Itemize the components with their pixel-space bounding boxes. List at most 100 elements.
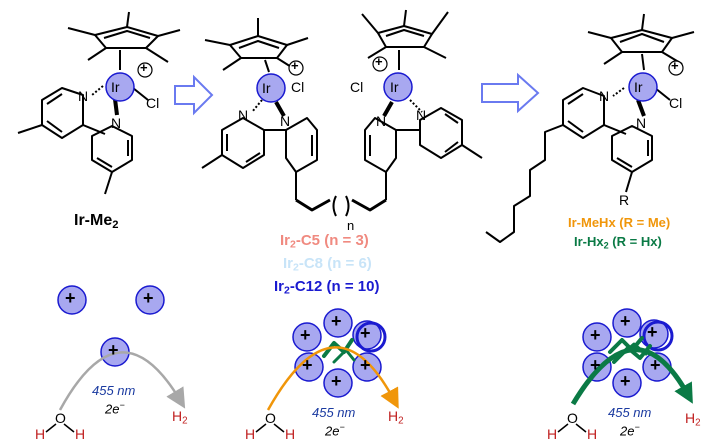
water-h-label: H (547, 426, 558, 442)
dimer-left-structure (201, 18, 318, 200)
chain-repeat-label: n (347, 218, 355, 233)
alkyl-linker (295, 195, 387, 217)
electron-transfer-arc-green (570, 347, 693, 406)
cp-ir-bond (264, 59, 270, 73)
cation-charge: + (302, 355, 313, 375)
hexyl-chain (485, 124, 564, 243)
ir-n-dashed-bond (612, 87, 625, 97)
n-atom-label: N (416, 107, 427, 123)
ir-n-dashed-bond (91, 85, 104, 96)
n-atom-label: N (599, 88, 610, 104)
water-o-label: O (55, 410, 66, 426)
charge-symbol: + (140, 60, 148, 75)
electron-count-label: 2e− (325, 422, 345, 439)
cp-ir-bond (641, 53, 645, 71)
hydrogen-product-label: H2 (172, 408, 188, 427)
ir-atom-hx (628, 72, 658, 102)
water-bonds (45, 423, 587, 433)
compound-ir2-c12-label: Ir2-C12 (n = 10) (274, 278, 380, 297)
compound-ir-hx2-label: Ir-Hx2 (R = Hx) (574, 234, 662, 251)
ir-cl-bond (654, 87, 671, 101)
cation-charge: + (360, 323, 371, 343)
ir-atom-me2 (105, 72, 135, 102)
hydrogen-product-label: H2 (388, 408, 404, 427)
n-atom-label: N (280, 113, 291, 129)
cl-atom-label: Cl (146, 95, 160, 111)
cation-charge: + (143, 288, 154, 308)
ir-n-wedge-bond (636, 99, 646, 117)
hydrogen-product-label: H2 (685, 410, 701, 429)
wavelength-label: 455 nm (608, 405, 652, 420)
methyl-bond (17, 124, 43, 134)
cation-charge: + (65, 288, 76, 308)
water-h-label: H (75, 426, 86, 442)
cation-charge: + (331, 371, 342, 391)
cp-star-ligand (587, 13, 695, 65)
n-atom-label: N (636, 115, 647, 131)
water-h-label: H (245, 426, 256, 442)
cation-charge: + (620, 311, 631, 331)
electron-transfer-arc-gray (58, 351, 186, 411)
ir-atom-dimer-right (383, 72, 413, 102)
cation-charge: + (647, 322, 658, 342)
bipyridine-ligand (364, 107, 483, 200)
ir-atom-label: Ir (111, 79, 120, 95)
n-atom-label: N (78, 88, 89, 104)
wavelength-label: 455 nm (92, 383, 136, 398)
ir-atom-dimer-left (256, 73, 286, 103)
electron-count-label: 2e− (105, 400, 125, 417)
ir-n-wedge-bond (274, 101, 286, 117)
cl-atom-label: Cl (291, 79, 305, 95)
charge-symbol: + (375, 54, 383, 69)
cp-star-ligand (67, 11, 181, 63)
methyl-bond (461, 144, 483, 159)
compound-ir2-c8-label: Ir2-C8 (n = 6) (283, 255, 372, 274)
iridium-centers (105, 72, 658, 103)
reaction-arrow-1 (174, 74, 214, 116)
methyl-bond (201, 154, 223, 169)
water-o-label: O (567, 410, 578, 426)
n-atom-label: N (238, 107, 249, 123)
cation-charge: + (331, 311, 342, 331)
methyl-bond (104, 171, 113, 195)
ir-me2-structure (17, 11, 181, 195)
n-atom-label: N (376, 113, 387, 129)
cation-charge: + (590, 355, 601, 375)
compound-ir2-c5-label: Ir2-C5 (n = 3) (280, 232, 369, 251)
cation-charge: + (620, 371, 631, 391)
electron-transfer-arc-orange (266, 346, 399, 411)
water-h-label: H (35, 426, 46, 442)
n-atom-label: N (111, 115, 122, 131)
compound-ir-mehx-label: Ir-MeHx (R = Me) (568, 215, 671, 230)
cp-star-ligand (361, 9, 449, 59)
ir-n-dashed-bond (251, 99, 263, 113)
compound-ir-me2-label: Ir-Me2 (74, 212, 119, 231)
cation-charge: + (650, 355, 661, 375)
charge-symbol: + (291, 58, 299, 73)
cation-charge: + (300, 325, 311, 345)
bipyridine-ligand (201, 117, 318, 200)
cation-charge: + (108, 340, 119, 360)
ir-atom-label: Ir (262, 80, 271, 96)
cation-charge: + (360, 355, 371, 375)
cations-isolated (57, 285, 165, 367)
charge-symbol: + (671, 58, 679, 73)
cations-cluster-middle (292, 308, 387, 398)
water-h-label: H (285, 426, 296, 442)
dimer-right-structure (361, 9, 483, 200)
cation-charge: + (590, 325, 601, 345)
reaction-arrows (174, 72, 540, 116)
ir-atom-label: Ir (634, 79, 643, 95)
charge-circles (137, 56, 684, 78)
bipyridine-ligand (17, 87, 133, 195)
electron-count-label: 2e− (620, 422, 640, 439)
cl-atom-label: Cl (669, 95, 683, 111)
water-o-label: O (265, 410, 276, 426)
water-h-label: H (587, 426, 598, 442)
substituent-r-label: R (619, 192, 630, 208)
wavelength-label: 455 nm (312, 405, 356, 420)
cations-cluster-right (582, 308, 674, 398)
ir-cl-bond (132, 87, 149, 101)
ir-n-wedge-bond (113, 98, 119, 116)
